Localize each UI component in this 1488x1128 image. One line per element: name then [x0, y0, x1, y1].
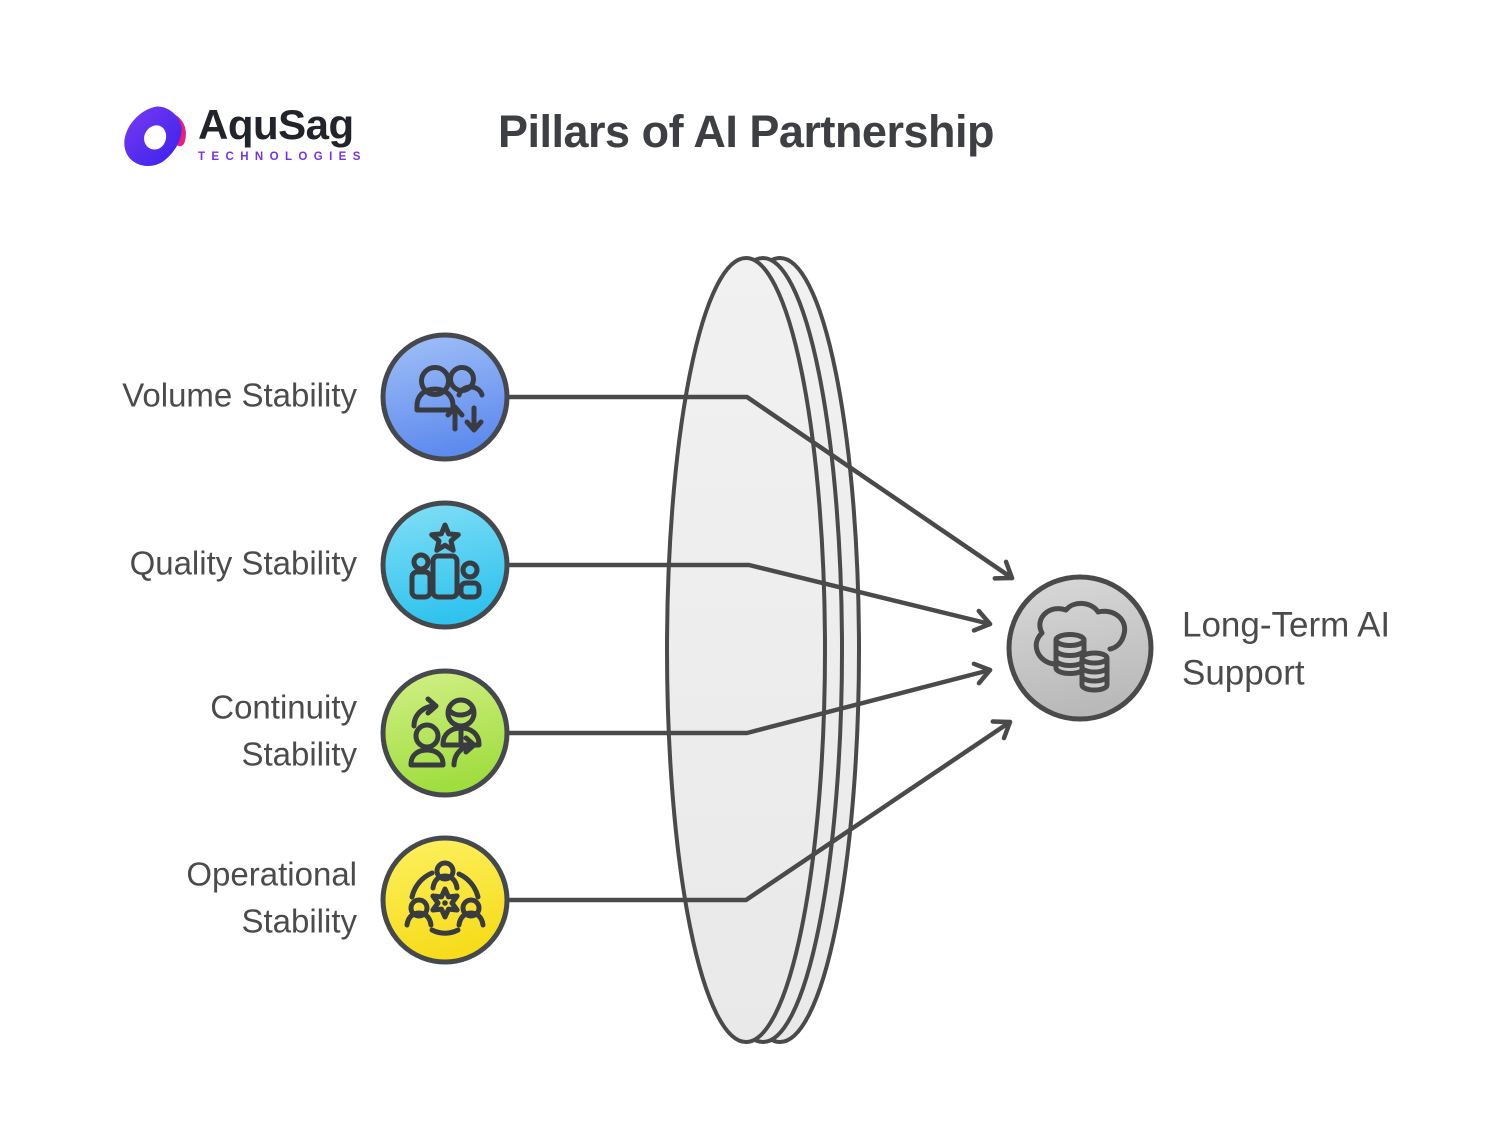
logo-loop-shape [124, 106, 182, 167]
beam-line-continuity [442, 661, 993, 736]
aqusag-logo-icon [124, 106, 186, 167]
brand-name: AquSag [198, 101, 354, 148]
team-volume-arrows-icon [414, 365, 485, 433]
people-handover-cycle-icon [408, 696, 482, 768]
brand-logo: AquSag TECHNOLOGIES [110, 96, 400, 191]
pillar-circle-quality [380, 500, 510, 630]
label-quality-stability: Quality Stability [129, 544, 357, 582]
label-volume-stability: Volume Stability [122, 376, 357, 414]
brand-tagline: TECHNOLOGIES [198, 151, 367, 164]
lens-disc [665, 256, 861, 1044]
beam-line-operational [442, 719, 1013, 903]
label-continuity-stability: Continuity Stability [210, 688, 357, 773]
beam-line-quality [442, 562, 993, 633]
label-long-term-ai-support: Long-Term AI Support [1182, 605, 1391, 693]
label-operational-stability: Operational Stability [186, 855, 357, 940]
lens-front-ellipse [665, 256, 827, 1044]
cloud-databases-icon [1033, 601, 1128, 693]
page-title: Pillars of AI Partnership [498, 106, 994, 157]
pillar-circle-operational [380, 835, 510, 965]
beam-line-volume [442, 394, 1015, 581]
pillar-circle-volume [380, 332, 510, 462]
team-gear-collaboration-icon [404, 860, 486, 936]
quality-star-podium-icon [409, 522, 482, 600]
